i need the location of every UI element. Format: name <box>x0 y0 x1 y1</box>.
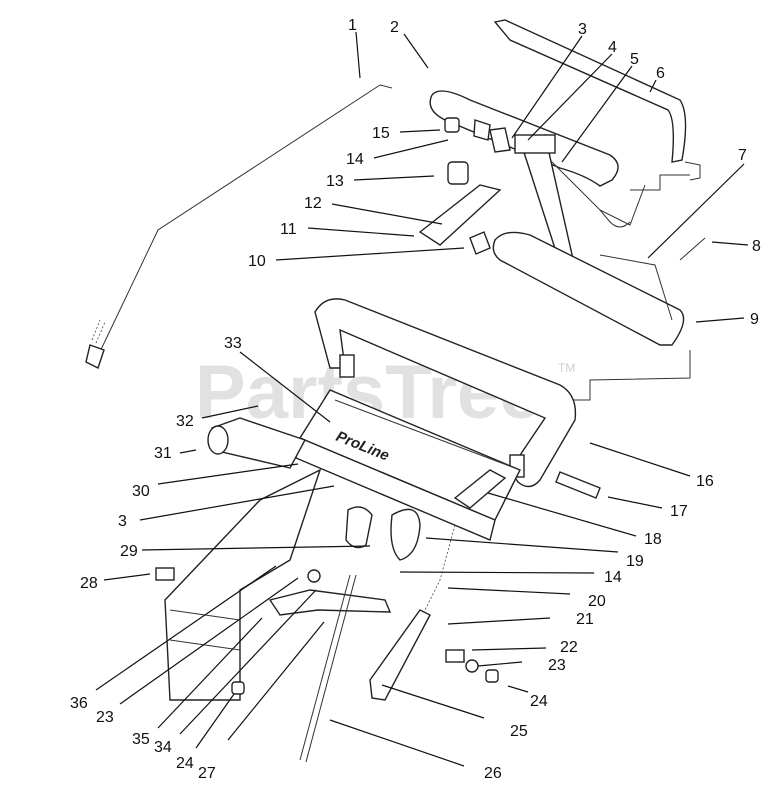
washer-part-23 <box>307 569 321 583</box>
callout-34: 34 <box>154 739 172 756</box>
callout-1: 1 <box>348 17 357 34</box>
lower-frame-part <box>164 468 322 701</box>
callout-30: 30 <box>132 483 150 500</box>
cable-part-7 <box>599 254 673 321</box>
cylinder-part <box>345 506 373 549</box>
main-handle-part <box>314 298 577 488</box>
nut-part-15 <box>444 117 460 133</box>
rod-part-26 <box>299 574 357 763</box>
callout-28: 28 <box>80 575 98 592</box>
panel-outline-a <box>630 174 690 191</box>
callout-4: 4 <box>608 39 617 56</box>
panel-cable-line <box>334 399 521 471</box>
callout-2: 2 <box>390 19 399 36</box>
callout-21: 21 <box>576 611 594 628</box>
callout-31: 31 <box>154 445 172 462</box>
bracket-part-12 <box>418 184 502 246</box>
pin-part-8 <box>679 237 706 261</box>
callout-11: 11 <box>280 221 297 238</box>
washer-part-23b <box>465 659 479 673</box>
callout-26: 26 <box>484 765 502 782</box>
tube-end-part <box>207 425 229 455</box>
callout-32: 32 <box>176 413 194 430</box>
callout-9: 9 <box>750 311 759 328</box>
tube-part-17 <box>555 471 601 499</box>
clip-part-10 <box>469 231 491 255</box>
panel-slider-part <box>453 469 507 509</box>
upper-rail-part <box>493 19 687 163</box>
bushing-part-13 <box>447 161 469 185</box>
callout-6: 6 <box>656 65 665 82</box>
callout-35: 35 <box>132 731 150 748</box>
callout-19: 19 <box>626 553 644 570</box>
lever-part-34 <box>268 589 392 616</box>
plate-part <box>489 127 511 153</box>
callout-20: 20 <box>588 593 606 610</box>
callout-8: 8 <box>752 238 761 255</box>
callout-17: 17 <box>670 503 688 520</box>
callout-3: 3 <box>578 21 587 38</box>
rod-thread-part <box>85 344 105 369</box>
rail-end-part <box>684 161 701 181</box>
nut-part-24b <box>485 669 499 683</box>
panel-outline-b <box>570 350 691 401</box>
callout-24b: 24 <box>176 755 194 772</box>
callout-24: 24 <box>530 693 548 710</box>
callout-13: 13 <box>326 173 344 190</box>
callout-7: 7 <box>738 147 747 164</box>
clip-part-14 <box>473 119 491 141</box>
watermark-trademark: TM <box>558 361 575 375</box>
spring-part-22 <box>445 649 465 663</box>
callout-29: 29 <box>120 543 138 560</box>
clamp-part-19 <box>390 508 421 561</box>
upper-bracket-part <box>539 149 646 226</box>
callout-23: 23 <box>548 657 566 674</box>
nut-part-24 <box>231 681 245 695</box>
rod-thread-lines <box>91 319 106 344</box>
bolt-part-28 <box>155 567 175 581</box>
leader-lines <box>95 31 749 767</box>
callout-18: 18 <box>644 531 662 548</box>
callout-36: 36 <box>70 695 88 712</box>
callout-15: 15 <box>372 125 390 142</box>
handle-grip-left <box>339 354 355 378</box>
lever-bracket-part <box>514 134 556 154</box>
callout-12: 12 <box>304 195 322 212</box>
callout-5: 5 <box>630 51 639 68</box>
upper-bracket-end <box>599 209 631 228</box>
callout-14b: 14 <box>604 569 622 586</box>
part-drawings: ProLine <box>85 19 706 763</box>
rod-part <box>95 84 393 361</box>
callout-3b: 3 <box>118 513 127 530</box>
bracket-part-25 <box>369 609 431 701</box>
callout-25: 25 <box>510 723 528 740</box>
callout-10: 10 <box>248 253 266 270</box>
callout-23b: 23 <box>96 709 114 726</box>
callout-33: 33 <box>224 335 242 352</box>
callout-27: 27 <box>198 765 216 782</box>
callout-22: 22 <box>560 639 578 656</box>
callout-14: 14 <box>346 151 364 168</box>
callout-16: 16 <box>696 473 714 490</box>
lower-lever-part <box>492 231 685 346</box>
callout-labels: 1 2 3 4 5 6 7 8 9 10 11 12 13 14 15 16 1… <box>70 17 761 782</box>
